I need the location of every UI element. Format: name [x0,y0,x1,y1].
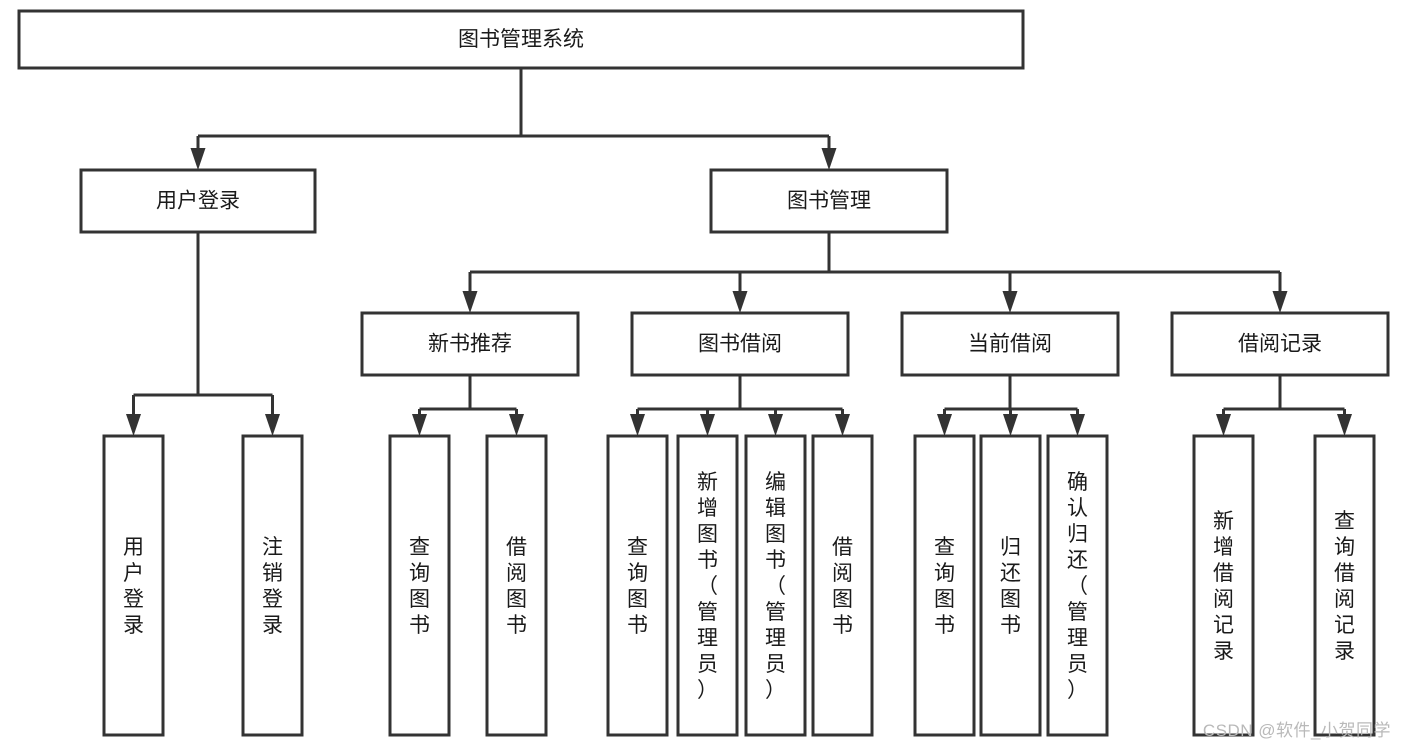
node-label-leaf-add-book: 新增图书（管理员） [697,471,718,702]
node-leaf-return-book[interactable]: 归还图书 [979,434,1042,737]
arrow-head-leaf-query-book-1 [412,414,427,436]
arrow-head-current-borrow [1002,291,1018,313]
node-leaf-logout[interactable]: 注销登录 [241,434,304,737]
node-box-new-book-rec[interactable] [360,311,580,377]
arrow-head-leaf-borrow-book-2 [835,414,850,436]
node-box-leaf-edit-book[interactable] [744,434,807,737]
connector-group-new-book-rec [412,375,524,436]
node-box-leaf-query-book-2[interactable] [606,434,669,737]
node-box-book-manage[interactable] [709,168,949,234]
node-label-leaf-confirm-return: 确认归还（管理员） [1067,471,1088,702]
node-box-leaf-add-record[interactable] [1192,434,1255,737]
node-label-book-borrow: 图书借阅 [698,333,782,356]
node-borrow-record[interactable]: 借阅记录 [1170,311,1390,377]
node-box-leaf-query-book-3[interactable] [913,434,976,737]
node-box-leaf-query-book-1[interactable] [388,434,451,737]
node-label-leaf-return-book: 归还图书 [1000,536,1021,637]
node-label-leaf-edit-book: 编辑图书（管理员） [765,471,786,702]
node-box-leaf-confirm-return[interactable] [1046,434,1109,737]
node-leaf-borrow-book-2[interactable]: 借阅图书 [811,434,874,737]
connector-layer [126,68,1352,436]
connector-group-user-login [126,232,280,436]
arrow-head-book-borrow [732,291,748,313]
connector-group-book-manage [462,232,1288,313]
node-layer: 图书管理系统用户登录图书管理新书推荐图书借阅当前借阅借阅记录用户登录注销登录查询… [17,9,1390,737]
node-label-borrow-record: 借阅记录 [1238,333,1322,356]
node-leaf-query-book-1[interactable]: 查询图书 [388,434,451,737]
arrow-head-borrow-record [1272,291,1288,313]
arrow-head-leaf-confirm-return [1070,414,1085,436]
node-label-leaf-query-book-3: 查询图书 [934,536,955,637]
node-label-leaf-query-book-1: 查询图书 [409,536,430,637]
node-label-leaf-borrow-book-2: 借阅图书 [832,536,853,637]
node-box-leaf-user-login[interactable] [102,434,165,737]
node-box-leaf-logout[interactable] [241,434,304,737]
arrow-head-leaf-logout [265,414,280,436]
node-current-borrow[interactable]: 当前借阅 [900,311,1120,377]
connector-group-book-borrow [630,375,850,436]
arrow-head-leaf-add-book [700,414,715,436]
arrow-head-new-book-rec [462,291,478,313]
node-box-leaf-borrow-book-2[interactable] [811,434,874,737]
node-box-root[interactable] [17,9,1025,70]
node-box-leaf-borrow-book-1[interactable] [485,434,548,737]
node-leaf-confirm-return[interactable]: 确认归还（管理员） [1046,434,1109,737]
node-root[interactable]: 图书管理系统 [17,9,1025,70]
connector-group-current-borrow [937,375,1085,436]
node-user-login[interactable]: 用户登录 [79,168,317,234]
node-label-leaf-add-record: 新增借阅记录 [1213,510,1234,663]
arrow-head-user-login [190,148,206,170]
node-leaf-add-book[interactable]: 新增图书（管理员） [676,434,739,737]
node-label-current-borrow: 当前借阅 [968,333,1052,356]
node-leaf-user-login[interactable]: 用户登录 [102,434,165,737]
node-leaf-borrow-book-1[interactable]: 借阅图书 [485,434,548,737]
arrow-head-leaf-user-login [126,414,141,436]
node-leaf-query-book-2[interactable]: 查询图书 [606,434,669,737]
arrow-head-leaf-add-record [1216,414,1231,436]
node-label-root: 图书管理系统 [458,28,584,51]
node-new-book-rec[interactable]: 新书推荐 [360,311,580,377]
node-box-leaf-query-record[interactable] [1313,434,1376,737]
arrow-head-leaf-query-record [1337,414,1352,436]
connector-group-root [190,68,837,170]
arrow-head-book-manage [821,148,837,170]
node-leaf-edit-book[interactable]: 编辑图书（管理员） [744,434,807,737]
node-box-borrow-record[interactable] [1170,311,1390,377]
connector-group-borrow-record [1216,375,1352,436]
node-book-borrow[interactable]: 图书借阅 [630,311,850,377]
arrow-head-leaf-return-book [1003,414,1018,436]
node-label-leaf-logout: 注销登录 [262,536,283,637]
node-label-book-manage: 图书管理 [787,190,871,213]
node-box-current-borrow[interactable] [900,311,1120,377]
arrow-head-leaf-query-book-3 [937,414,952,436]
node-label-new-book-rec: 新书推荐 [428,333,512,356]
node-box-user-login[interactable] [79,168,317,234]
node-leaf-query-book-3[interactable]: 查询图书 [913,434,976,737]
node-label-leaf-user-login: 用户登录 [123,536,144,637]
node-label-leaf-query-book-2: 查询图书 [627,536,648,637]
node-box-book-borrow[interactable] [630,311,850,377]
node-label-user-login: 用户登录 [156,190,240,213]
arrow-head-leaf-edit-book [768,414,783,436]
node-book-manage[interactable]: 图书管理 [709,168,949,234]
node-label-leaf-borrow-book-1: 借阅图书 [506,536,527,637]
arrow-head-leaf-borrow-book-1 [509,414,524,436]
node-leaf-add-record[interactable]: 新增借阅记录 [1192,434,1255,737]
node-box-leaf-return-book[interactable] [979,434,1042,737]
arrow-head-leaf-query-book-2 [630,414,645,436]
node-box-leaf-add-book[interactable] [676,434,739,737]
node-leaf-query-record[interactable]: 查询借阅记录 [1313,434,1376,737]
node-label-leaf-query-record: 查询借阅记录 [1334,510,1355,663]
